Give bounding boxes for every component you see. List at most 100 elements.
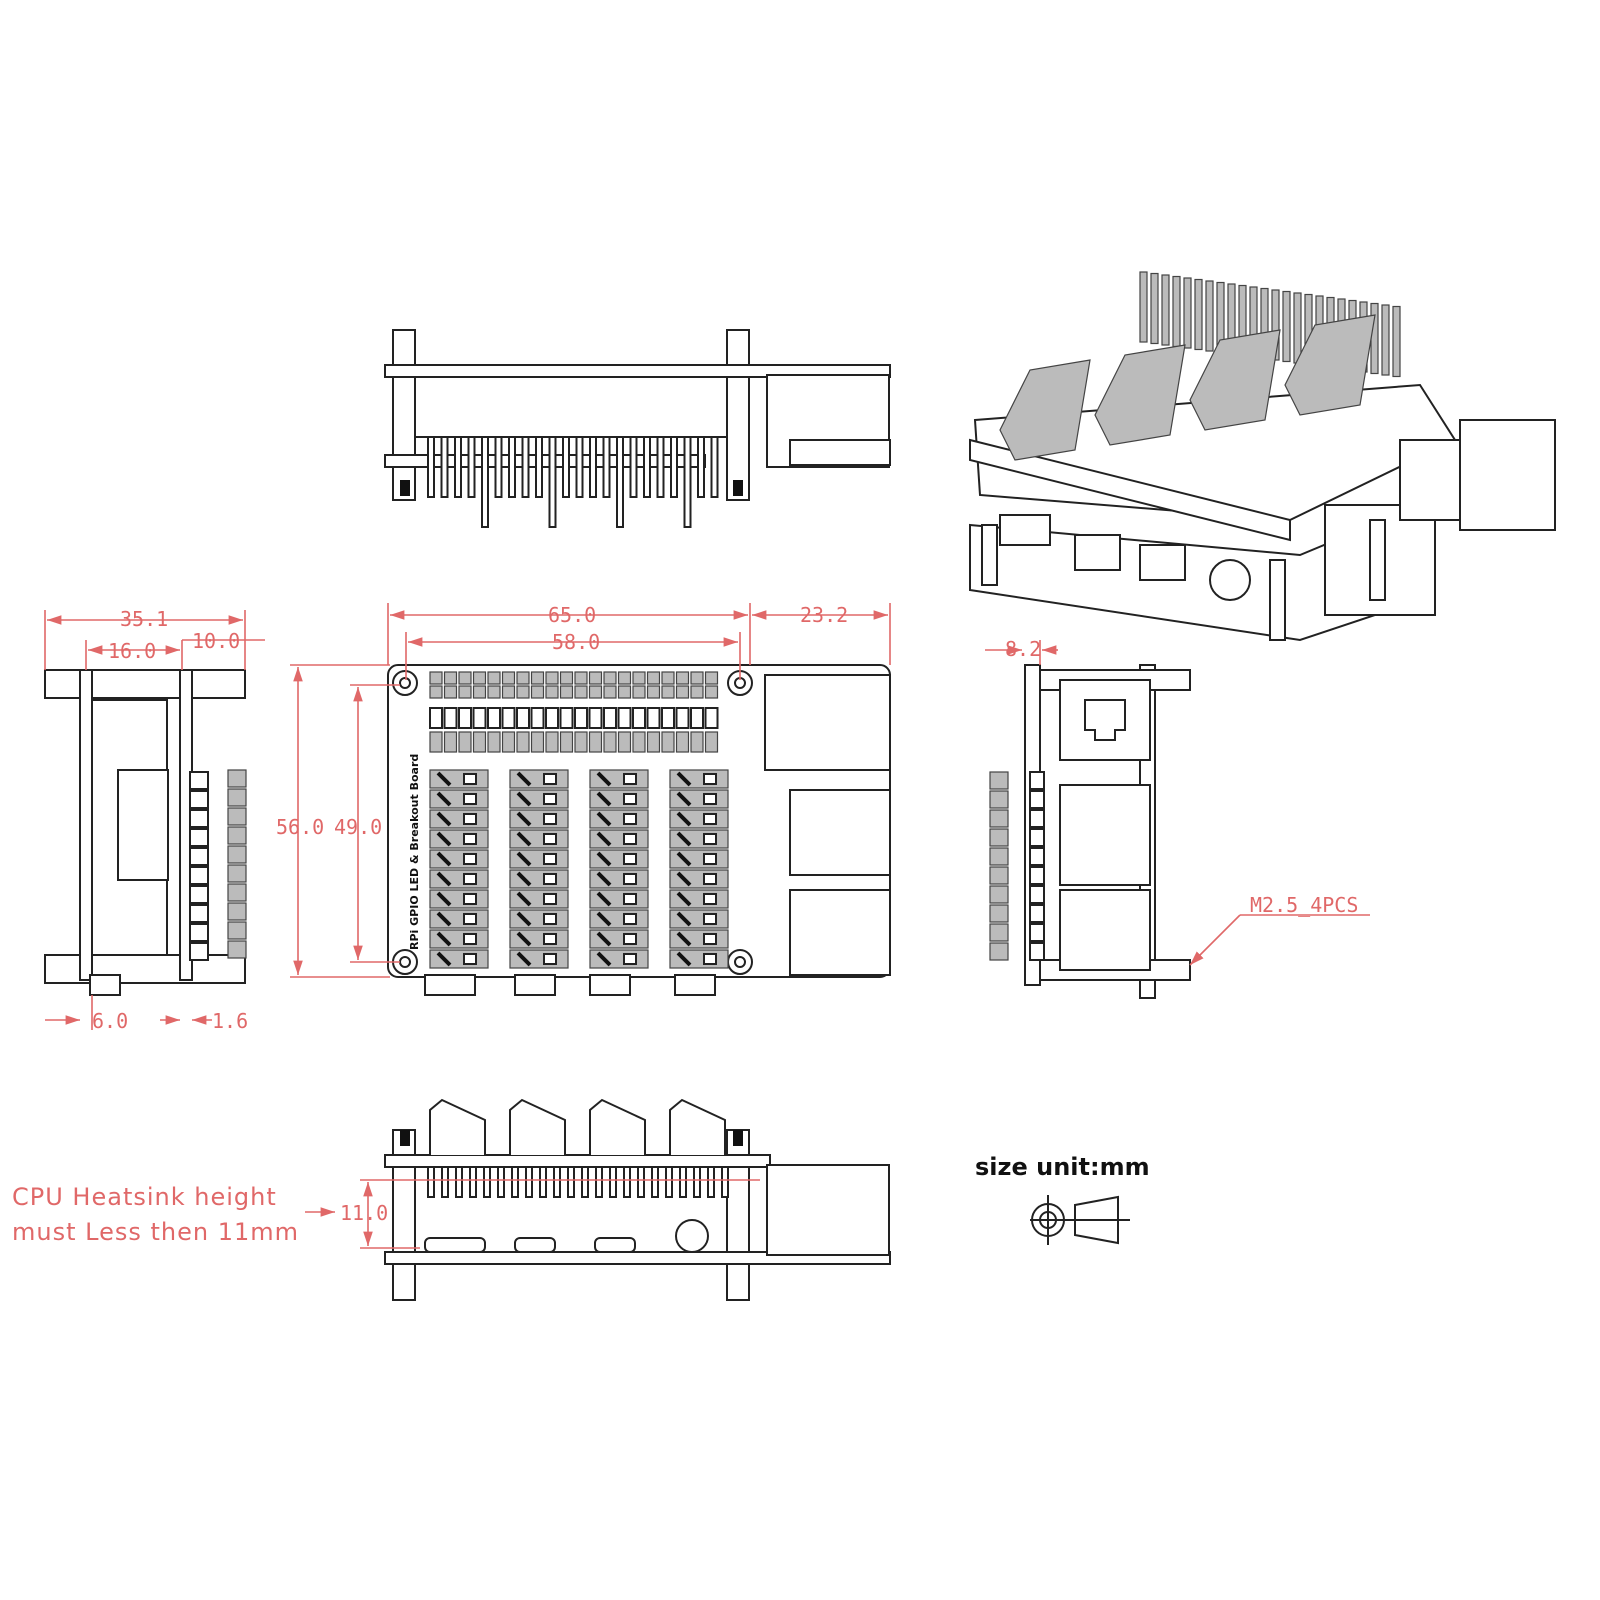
- gpio-pin: [545, 685, 559, 699]
- led-resistor-pad: [646, 731, 661, 753]
- heatsink-fin: [637, 1166, 645, 1198]
- terminal-side: [227, 845, 247, 864]
- terminal-pad: [543, 773, 557, 785]
- led-resistor-pad: [661, 731, 675, 753]
- terminal-screw: [596, 811, 612, 827]
- terminal-pad: [463, 853, 477, 865]
- note-line-2: must Less then 11mm: [12, 1218, 299, 1246]
- led-resistor-pad: [545, 731, 559, 753]
- led-resistor-pad: [429, 731, 443, 753]
- heatsink-fin: [629, 436, 638, 498]
- terminal-side: [989, 866, 1009, 885]
- terminal-screw: [596, 891, 612, 907]
- terminal-screw: [516, 791, 532, 807]
- terminal-side: [1029, 923, 1045, 942]
- heatsink-fin: [525, 1166, 533, 1198]
- heatsink-fin: [494, 436, 503, 498]
- led-resistor-pad: [632, 707, 646, 729]
- heatsink-fin: [721, 1166, 729, 1198]
- heatsink-fin: [609, 1166, 617, 1198]
- note-line-1: CPU Heatsink height: [12, 1183, 277, 1211]
- led-resistor-pad: [501, 707, 516, 729]
- terminal-side: [189, 771, 209, 790]
- terminal-pad: [463, 873, 477, 885]
- terminal-pad: [703, 833, 717, 845]
- terminal-screw: [516, 851, 532, 867]
- dim-23-2: 23.2: [800, 603, 848, 627]
- terminal-side: [1029, 847, 1045, 866]
- terminal-screw: [436, 811, 452, 827]
- terminal-screw: [676, 811, 692, 827]
- front-view: [384, 1098, 891, 1301]
- gpio-pin: [675, 685, 690, 699]
- terminal-screw: [676, 871, 692, 887]
- dim-58-0: 58.0: [552, 630, 600, 654]
- heatsink-fin: [683, 436, 692, 528]
- heatsink-fin: [455, 1166, 463, 1198]
- gpio-pin: [429, 685, 443, 699]
- terminal-screw: [596, 791, 612, 807]
- terminal-screw: [516, 771, 532, 787]
- gpio-pin: [1150, 272, 1159, 345]
- heatsink-fin: [710, 436, 719, 498]
- heatsink-fin: [535, 436, 543, 498]
- led-resistor-pad: [472, 707, 487, 729]
- terminal-side: [989, 942, 1009, 961]
- heatsink-fin: [693, 1166, 701, 1198]
- terminal-pad: [543, 953, 557, 965]
- terminal-side: [227, 769, 247, 788]
- terminal-side: [989, 847, 1009, 866]
- terminal-block: [1189, 329, 1281, 431]
- terminal-block: [509, 1098, 566, 1155]
- terminal-side: [189, 904, 209, 923]
- gpio-pin: [501, 685, 516, 699]
- mounting-hole-inner: [734, 956, 746, 968]
- terminal-side: [989, 771, 1009, 790]
- terminal-pad: [543, 873, 557, 885]
- led-resistor-pad: [574, 707, 588, 729]
- gpio-pin: [559, 671, 574, 685]
- terminal-screw: [676, 951, 692, 967]
- gpio-pin: [603, 685, 617, 699]
- heatsink-fin: [548, 436, 557, 528]
- terminal-screw: [596, 951, 612, 967]
- gpio-pin: [458, 671, 472, 685]
- gpio-pin: [1183, 277, 1192, 349]
- terminal-screw: [596, 871, 612, 887]
- terminal-pad: [703, 773, 717, 785]
- terminal-pad: [623, 833, 637, 845]
- terminal-side: [1029, 904, 1045, 923]
- gpio-pin: [603, 671, 617, 685]
- led-resistor-pad: [530, 707, 545, 729]
- gpio-pin: [1161, 274, 1170, 346]
- terminal-side: [189, 885, 209, 904]
- terminal-screw: [436, 931, 452, 947]
- led-resistor-pad: [559, 731, 574, 753]
- gpio-pin: [559, 685, 574, 699]
- led-resistor-pad: [646, 707, 661, 729]
- led-resistor-pad: [690, 707, 704, 729]
- gpio-pin: [588, 685, 603, 699]
- projection-symbol-icon: [1030, 1195, 1130, 1245]
- terminal-side: [227, 921, 247, 940]
- terminal-block: [589, 1098, 646, 1155]
- led-resistor-pad: [458, 731, 472, 753]
- terminal-pad: [543, 893, 557, 905]
- terminal-pad: [623, 793, 637, 805]
- terminal-side: [189, 866, 209, 885]
- terminal-pad: [703, 913, 717, 925]
- heatsink-fin: [697, 436, 705, 498]
- terminal-pad: [703, 873, 717, 885]
- terminal-side: [227, 807, 247, 826]
- side-view-left: [44, 669, 247, 996]
- terminal-pad: [463, 833, 477, 845]
- terminal-pad: [623, 773, 637, 785]
- led-resistor-pad: [603, 707, 617, 729]
- terminal-screw: [516, 911, 532, 927]
- terminal-screw: [516, 831, 532, 847]
- led-resistor-pad: [443, 707, 458, 729]
- dim-6-0: 6.0: [92, 1009, 128, 1033]
- gpio-pin: [617, 685, 632, 699]
- dimensions: 35.1 16.0 10.0 6.0 1.6 65.0 23.2 58.0 56…: [12, 603, 1370, 1249]
